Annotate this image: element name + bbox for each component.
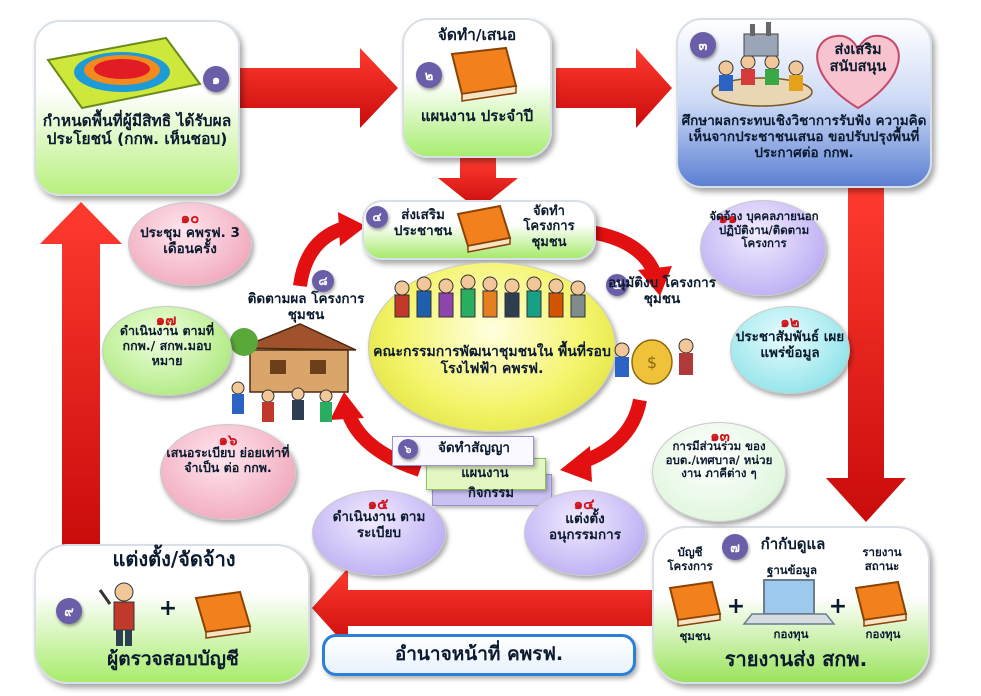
step1-box xyxy=(34,20,240,196)
arrow-2-to-3 xyxy=(556,48,672,128)
step7-item-2: ฐานข้อมูล xyxy=(766,563,818,577)
step3-text: ศึกษาผลกระทบเชิงวิชาการรับฟัง ความคิดเห็… xyxy=(681,113,927,161)
pill-12-text: ประชาสัมพันธ์ เผยแพร่ข้อมูล xyxy=(735,329,845,361)
step4-number: ๔ xyxy=(366,206,388,228)
pill-13-text: การมีส่วนร่วม ของ อบต./เทศบาล/ หน่วยงาน … xyxy=(665,439,773,481)
step4-right-text: จัดทำ โครงการ ชุมชน xyxy=(523,204,575,250)
step2-box xyxy=(402,18,552,158)
step8-text: ติดตามผล โครงการชุมชน xyxy=(247,291,365,323)
step7-sub-right: กองทุน xyxy=(865,627,901,641)
pill-11-number: ๑๑ xyxy=(718,209,738,227)
pill-16-number: ๑๖ xyxy=(218,431,238,449)
step7-sub-left: ชุมชน xyxy=(679,629,711,643)
pill-14 xyxy=(524,490,646,576)
pill-10 xyxy=(128,202,252,286)
arrow-7-to-9 xyxy=(312,568,652,648)
pill-16 xyxy=(160,424,296,520)
pill-12-number: ๑๒ xyxy=(780,313,800,331)
step4-left-text: ส่งเสริม ประชาชน xyxy=(393,207,453,239)
pill-14-text: แต่งตั้ง อนุกรรมการ xyxy=(549,511,621,543)
step9-plus: + xyxy=(158,596,178,621)
step7-item-3: รายงาน สถานะ xyxy=(862,545,902,573)
arrow-3-to-7 xyxy=(826,188,906,522)
step2-text: แผนงาน ประจำปี xyxy=(420,107,534,125)
step7-plus-1: + xyxy=(726,594,746,619)
pill-13 xyxy=(652,422,786,522)
pill-10-text: ประชุม คพรฟ. 3 เดือนครั้ง xyxy=(140,225,240,257)
step7-footer: รายงานส่ง สกพ. xyxy=(724,647,868,671)
step9-footer: ผู้ตรวจสอบบัญชี xyxy=(107,648,239,670)
pill-14-number: ๑๔ xyxy=(573,495,595,513)
step6-sub2: กิจกรรม xyxy=(468,486,514,501)
pill-15-text: ดำเนินงาน ตามระเบียบ xyxy=(332,509,426,541)
step7-plus-2: + xyxy=(828,594,848,619)
pill-15-number: ๑๕ xyxy=(367,495,389,513)
arrow-5-to-6 xyxy=(579,398,647,469)
pill-11 xyxy=(700,200,826,296)
step7-title: กำกับดูแล xyxy=(760,535,826,553)
step9-title: แต่งตั้ง/จัดจ้าง xyxy=(112,547,236,571)
step7-item-1: บัญชี โครงการ xyxy=(667,545,713,573)
step2-number: ๒ xyxy=(416,62,442,88)
arrow-4-to-5 xyxy=(588,225,661,276)
arrow-5-to-6-head xyxy=(560,446,592,482)
arrow-1-to-2 xyxy=(240,48,398,128)
arrow-4-to-5-head xyxy=(638,266,672,296)
pill-11-text: จัดจ้าง บุคคลภายนอก ปฏิบัติงาน/ติดตาม โค… xyxy=(709,209,819,251)
arrow-8-to-4 xyxy=(293,221,347,288)
pill-17-text: ดำเนินงาน ตามที่ กกพ./ สกพ.มอบหมาย xyxy=(119,323,215,368)
arrow-2-to-4 xyxy=(438,158,518,210)
step7-sub-mid: กองทุน xyxy=(773,627,809,641)
step1-text: กำหนดพื้นที่ผู้มีสิทธิ ได้รับผลประโยชน์ … xyxy=(42,112,232,149)
pill-13-number: ๑๓ xyxy=(710,427,730,445)
step6-number: ๖ xyxy=(398,439,418,459)
pill-16-text: เสนอระเบียบ ย่อยเท่าที่จำเป็น ต่อ กกพ. xyxy=(166,445,290,475)
step3-heart-text: ส่งเสริม สนับสนุน xyxy=(829,42,887,76)
step6-sub1: แผนงาน xyxy=(461,466,509,481)
step6-text: จัดทำสัญญา xyxy=(438,440,510,456)
step5-number: ๕ xyxy=(606,274,628,296)
pill-17-number: ๑๗ xyxy=(155,311,177,329)
step2-title: จัดทำ/เสนอ xyxy=(437,26,517,44)
step9-number: ๙ xyxy=(56,598,82,624)
arrow-6-to-8-head xyxy=(330,392,364,420)
pill-15 xyxy=(312,490,446,576)
arrow-8-to-4-head xyxy=(338,212,366,246)
pill-17 xyxy=(102,306,232,396)
footer-text: อำนาจหน้าที่ คพรฟ. xyxy=(394,643,564,665)
pill-12 xyxy=(730,306,850,394)
pill-10-number: ๑๐ xyxy=(180,209,200,227)
arrow-9-to-1 xyxy=(40,202,122,548)
step1-number: ๑ xyxy=(203,66,229,92)
step5-text: อนุมัติงบ โครงการชุมชน xyxy=(608,275,716,307)
step3-number: ๓ xyxy=(690,32,716,58)
footer-banner xyxy=(322,634,636,676)
center-text: คณะกรรมการพัฒนาชุมชนใน พื้นที่รอบโรงไฟฟ้… xyxy=(373,344,611,377)
step8-number: ๘ xyxy=(312,270,334,292)
step7-number: ๗ xyxy=(722,534,748,560)
